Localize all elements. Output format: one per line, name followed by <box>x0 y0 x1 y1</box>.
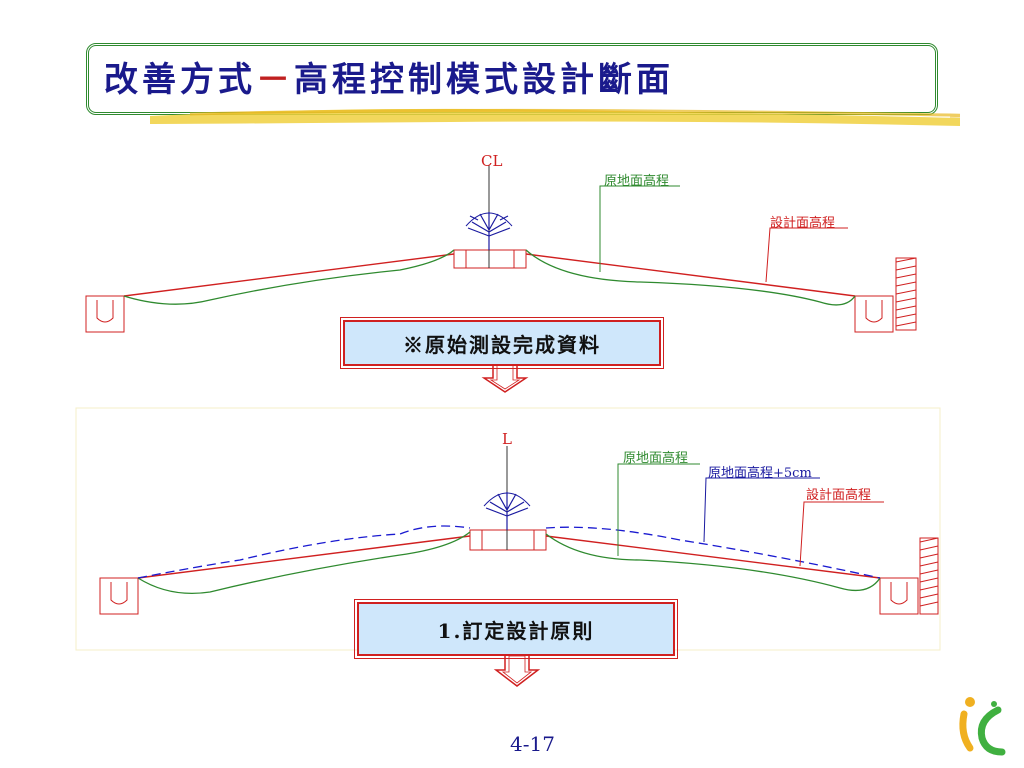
plus5-leader-bottom <box>703 477 820 543</box>
right-wall-bottom <box>919 537 939 615</box>
title-sub: 高程控制模式設計斷面 <box>294 60 674 100</box>
bottom-cross-section <box>99 446 939 615</box>
title-main: 改善方式 <box>104 60 256 100</box>
ground-leader-bottom <box>617 463 700 556</box>
design-line-top <box>123 253 856 297</box>
top-cross-section <box>85 165 917 333</box>
ground-leader-top <box>599 185 680 272</box>
design-label-bottom: 設計面高程 <box>806 488 872 503</box>
left-curb-top <box>85 295 125 333</box>
design-leader-top <box>765 227 848 283</box>
original-ground-label-top: 原地面高程 <box>604 174 670 189</box>
ground-line-bottom <box>137 531 881 595</box>
right-curb-top <box>854 295 894 333</box>
right-curb-bottom <box>879 577 919 615</box>
tree-top <box>465 212 513 250</box>
left-curb-bottom <box>99 577 139 615</box>
design-label-top: 設計面高程 <box>770 216 836 231</box>
logo-icon <box>959 697 1006 756</box>
tree-bottom <box>483 492 531 530</box>
down-arrow-1 <box>481 361 529 393</box>
plus5-label-bottom: 原地面高程+5cm <box>708 466 812 481</box>
down-arrow-2 <box>493 653 541 687</box>
title-highlighter-stroke <box>150 108 960 126</box>
plus5-line-bottom <box>137 525 881 579</box>
median-island-bottom <box>469 529 547 551</box>
ground-line-top <box>123 249 856 306</box>
page-title: 改善方式－高程控制模式設計斷面 <box>104 52 674 101</box>
page-number: 4-17 <box>510 732 555 756</box>
original-ground-label-bottom: 原地面高程 <box>623 451 689 466</box>
centerline-label-bottom: L <box>502 430 512 448</box>
title-dash: － <box>256 60 294 100</box>
step-box-original-survey: ※原始測設完成資料 <box>340 317 664 369</box>
step-box-design-principle: 1.訂定設計原則 <box>354 599 678 659</box>
design-line-bottom <box>137 535 881 579</box>
step-box-design-principle-label: 1.訂定設計原則 <box>437 618 595 643</box>
design-leader-bottom <box>799 501 884 567</box>
step-box-original-survey-label: ※原始測設完成資料 <box>403 332 601 357</box>
median-island-top <box>453 249 527 269</box>
centerline-label-top: CL <box>481 152 503 170</box>
right-wall-top <box>895 257 917 331</box>
